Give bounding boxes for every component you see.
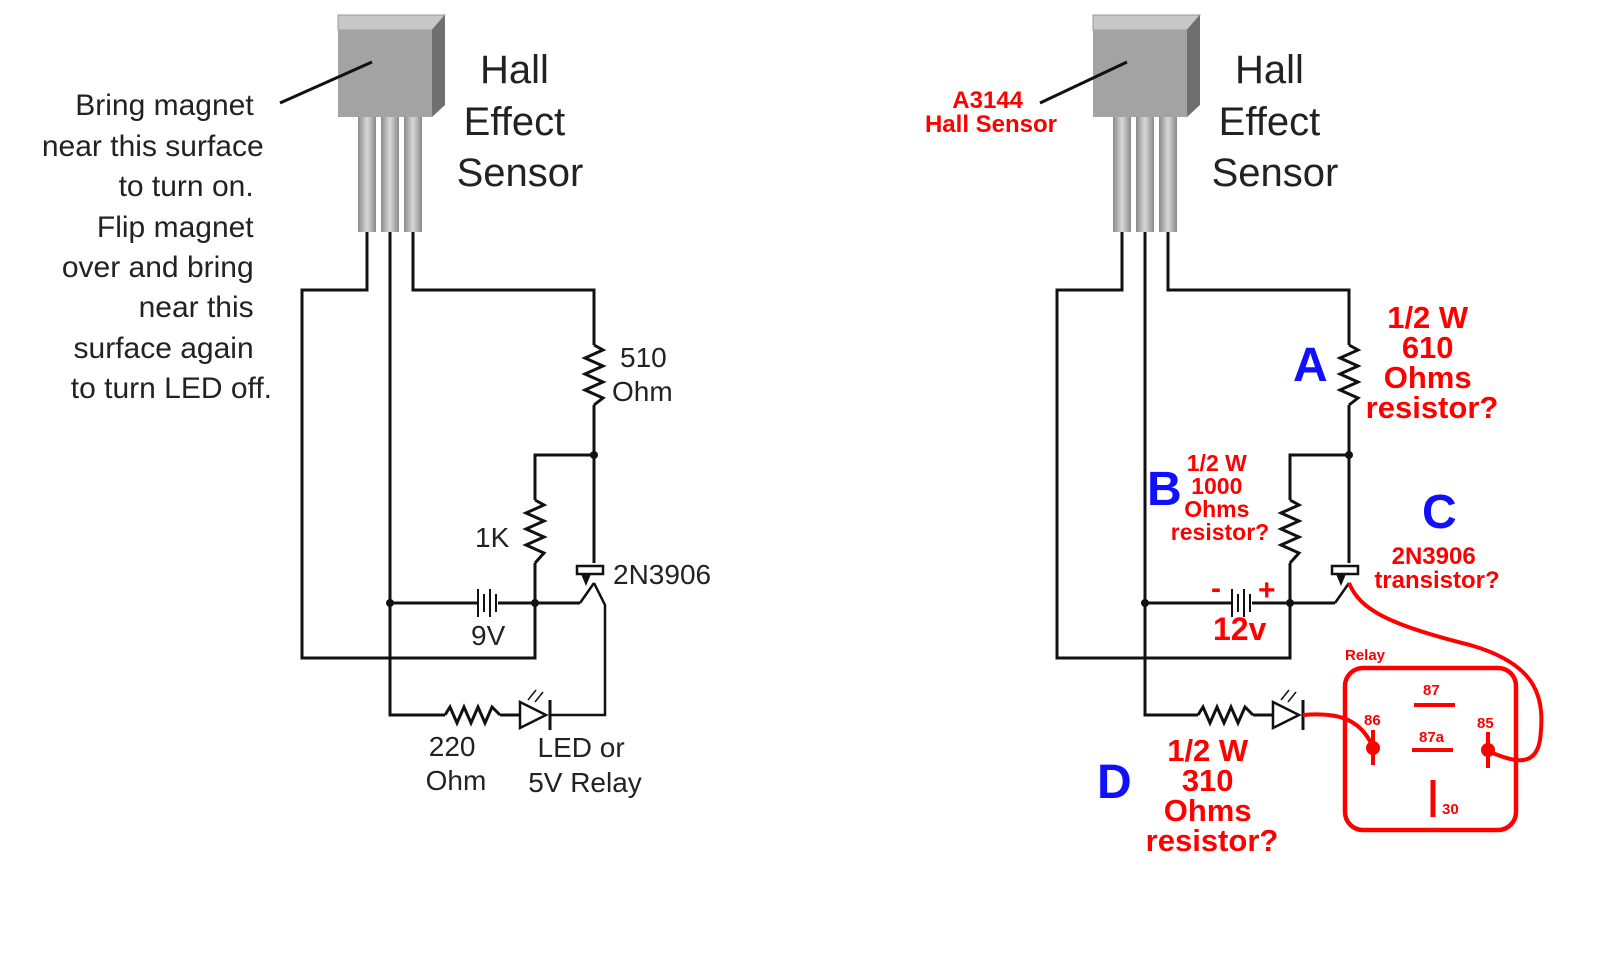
transistor-c xyxy=(1330,564,1360,586)
label-1k: 1K xyxy=(475,522,510,553)
relay-wire-86 xyxy=(1302,712,1374,746)
battery-9v xyxy=(477,589,497,617)
left-circuit: Hall Effect Sensor Bring magnet near thi… xyxy=(42,14,711,798)
junction-dot xyxy=(1345,451,1353,459)
relay-pin-30: 30 xyxy=(1442,801,1459,818)
resistor-d xyxy=(1196,703,1255,727)
led-left xyxy=(518,689,552,731)
label-9v: 9V xyxy=(471,620,506,651)
resistor-1k xyxy=(522,498,548,565)
label-220-ohm: 220 Ohm xyxy=(426,731,487,796)
junction-dot xyxy=(531,599,539,607)
resistor-b xyxy=(1277,498,1303,565)
label-d: D xyxy=(1097,756,1132,809)
hall-sensor-left xyxy=(337,14,447,232)
left-wires xyxy=(300,232,607,717)
title-left: Hall Effect Sensor xyxy=(457,48,584,195)
relay-wire-85 xyxy=(1347,582,1544,763)
label-led-relay: LED or 5V Relay xyxy=(528,732,642,798)
relay-pin-86: 86 xyxy=(1364,712,1381,729)
relay-pin-85: 85 xyxy=(1477,715,1494,732)
label-510-ohm: 510 Ohm xyxy=(612,342,675,407)
relay-title: Relay xyxy=(1345,647,1386,664)
right-wires xyxy=(1055,232,1351,717)
resistor-510 xyxy=(581,343,607,407)
resistor-a xyxy=(1336,343,1362,407)
junction-dot xyxy=(1286,599,1294,607)
right-circuit: Relay 87 87a 86 85 30 Hall Effect Sensor… xyxy=(925,14,1544,858)
transistor-2n3906 xyxy=(575,564,605,586)
relay-pin-87a: 87a xyxy=(1419,729,1445,746)
led-right xyxy=(1271,689,1305,731)
annotation-a: 1/2 W 610 Ohms resistor? xyxy=(1366,300,1499,425)
junction-dot xyxy=(1141,599,1149,607)
pointer-line-left xyxy=(279,60,373,105)
junction-dot xyxy=(386,599,394,607)
annotation-c: 2N3906 transistor? xyxy=(1374,543,1499,594)
title-right: Hall Effect Sensor xyxy=(1212,48,1339,195)
battery-plus: + xyxy=(1258,574,1276,607)
junction-dot xyxy=(590,451,598,459)
pointer-line-right xyxy=(1039,60,1128,105)
annotation-d: 1/2 W 310 Ohms resistor? xyxy=(1146,733,1279,858)
annotation-b: 1/2 W 1000 Ohms resistor? xyxy=(1171,450,1269,545)
label-a: A xyxy=(1293,339,1328,392)
resistor-220 xyxy=(443,703,502,727)
label-12v: 12v xyxy=(1213,611,1267,647)
relay xyxy=(1342,665,1519,833)
label-c: C xyxy=(1422,486,1457,539)
instructions: Bring magnet near this surface to turn o… xyxy=(42,89,272,405)
label-a3144: A3144 Hall Sensor xyxy=(925,87,1057,138)
battery-12v xyxy=(1231,589,1251,617)
label-2n3906: 2N3906 xyxy=(613,559,711,590)
label-b: B xyxy=(1147,463,1182,516)
relay-pin-87: 87 xyxy=(1423,682,1440,699)
hall-sensor-right xyxy=(1092,14,1202,232)
battery-minus: - xyxy=(1211,572,1221,605)
